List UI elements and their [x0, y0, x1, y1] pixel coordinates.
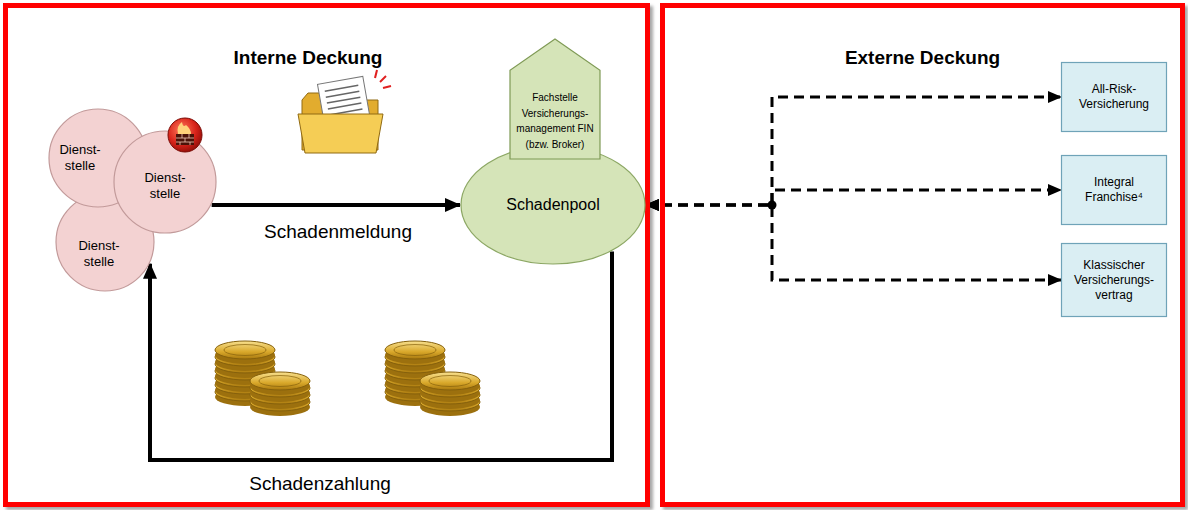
folder-icon [326, 91, 359, 97]
flow-arrow [150, 251, 612, 460]
office-circle-fill [56, 193, 154, 291]
coin-stack [215, 341, 275, 364]
coin-stack [250, 372, 310, 395]
folder-icon [328, 103, 361, 109]
edge-label: Schadenzahlung [246, 473, 394, 495]
coin-stack [385, 341, 445, 364]
coin-stack [215, 341, 310, 416]
dashed-arrow [646, 97, 1061, 205]
office-circle-fill [114, 131, 216, 233]
cover-box: All-Risk- Versicherung [1061, 62, 1167, 132]
cover-box: Klassischer Versicherungs- vertrag [1061, 243, 1167, 317]
folder-icon [327, 97, 360, 103]
folder-icon [298, 114, 383, 153]
pool-ellipse-fill [461, 146, 645, 264]
coin-stack [420, 372, 480, 395]
region-panel: Externe DeckungAll-Risk- VersicherungInt… [660, 3, 1185, 507]
office-pentagon-fill [510, 39, 600, 159]
node-label: Dienst- stelle [72, 238, 126, 271]
folder-icon [383, 86, 391, 88]
node-label: Integral Franchise⁴ [1067, 175, 1161, 205]
coin-stack [385, 341, 480, 416]
pool-ellipse: Schadenpool [460, 145, 646, 265]
cover-box-fill [1062, 156, 1167, 225]
edge-label: Schadenmeldung [261, 221, 415, 243]
region-panel: Interne DeckungDienst- stelleDienst- ste… [3, 3, 650, 507]
folder-icon [375, 70, 377, 78]
node-label: Fachstelle Versicherungs- management FIN… [513, 90, 597, 152]
office-circle: Dienst- stelle [113, 130, 217, 234]
dashed-arrow [646, 205, 1061, 280]
folder-icon [298, 70, 391, 153]
flow-arrow [212, 203, 460, 207]
cover-box-fill [1062, 244, 1167, 317]
cover-box-fill [1062, 63, 1167, 132]
node-label: Dienst- stelle [53, 142, 107, 175]
node-label: All-Risk- Versicherung [1067, 82, 1161, 112]
cover-box: Integral Franchise⁴ [1061, 155, 1167, 225]
node-label: Schadenpool [506, 195, 599, 215]
dashed-arrow [646, 190, 1061, 205]
folder-icon [380, 76, 386, 82]
node-label: Dienst- stelle [138, 170, 192, 203]
firewall-icon [168, 118, 202, 152]
folder-icon [325, 85, 358, 91]
node-label: Klassischer Versicherungs- vertrag [1067, 258, 1161, 303]
office-pentagon: Fachstelle Versicherungs- management FIN… [509, 38, 601, 160]
